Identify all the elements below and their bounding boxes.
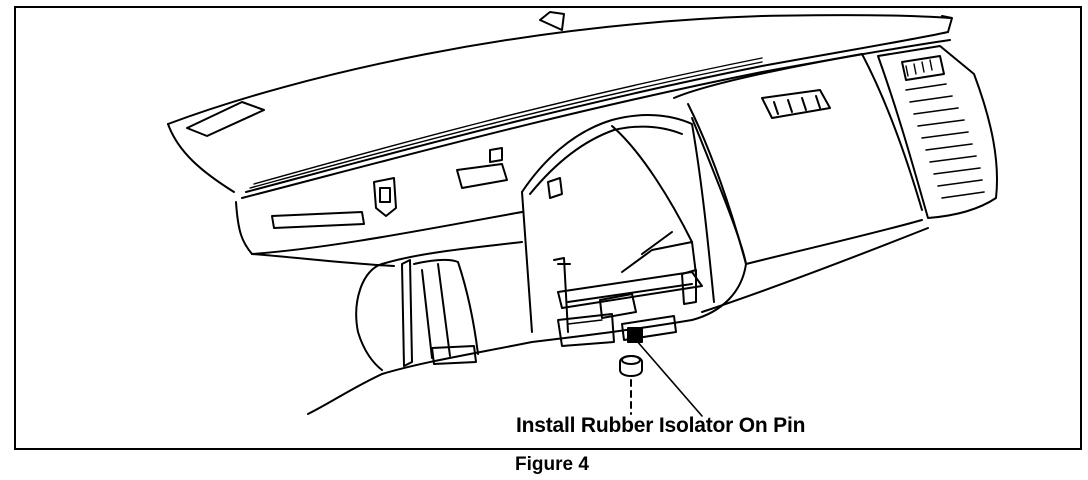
right-vent-panel (877, 45, 999, 219)
figure-frame: Install Rubber Isolator On Pin (14, 6, 1082, 450)
callout-label: Install Rubber Isolator On Pin (516, 414, 806, 437)
left-bolster (355, 263, 383, 371)
figure-caption: Figure 4 (515, 454, 589, 475)
dash-top-pad (167, 14, 951, 125)
center-opening (521, 114, 715, 303)
lower-bracket (557, 271, 703, 309)
callout-leader (635, 339, 703, 417)
instrument-panel-illustration (167, 11, 999, 417)
glove-box-latch (761, 89, 831, 119)
dash-top-edge (241, 39, 951, 199)
glove-box-door (673, 53, 923, 211)
